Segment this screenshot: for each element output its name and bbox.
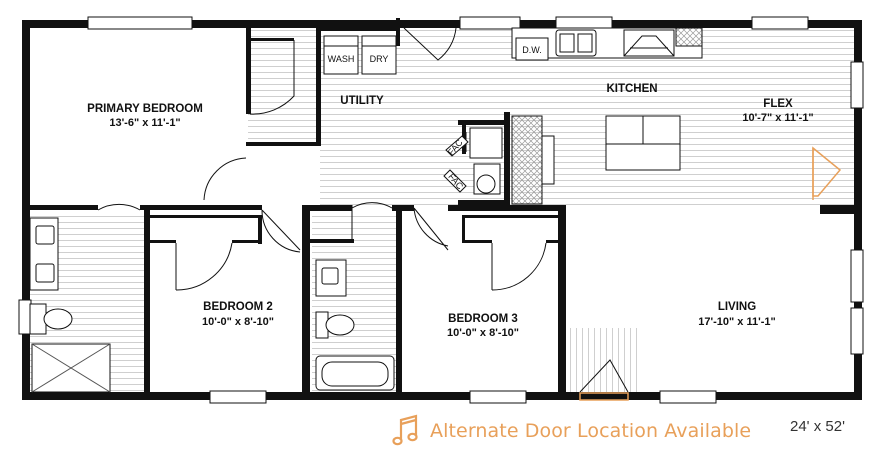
mechanical-closet: FAC FAC: [443, 127, 503, 195]
front-door: [579, 359, 629, 393]
room-labels: PRIMARY BEDROOM 13'-6" x 11'-1" UTILITY …: [87, 83, 813, 339]
windows: [18, 16, 864, 404]
room-primary-bedroom-dims: 13'-6" x 11'-1": [109, 117, 180, 129]
room-bedroom3-dims: 10'-0" x 8'-10": [447, 327, 519, 339]
alternate-door-text: Alternate Door Location Available: [430, 420, 752, 442]
dishwasher-label: D.W.: [522, 45, 542, 55]
dryer-label: DRY: [370, 54, 389, 64]
room-bedroom2-dims: 10'-0" x 8'-10": [202, 316, 274, 328]
washer-label: WASH: [328, 54, 355, 64]
floor-plan: WASH DRY D.W. FAC FAC: [18, 16, 864, 404]
alternate-door-markers: [579, 146, 842, 401]
room-flex-name: FLEX: [763, 98, 793, 110]
door-swings: [97, 27, 547, 291]
room-bedroom2-name: BEDROOM 2: [203, 301, 273, 313]
room-bedroom3-name: BEDROOM 3: [448, 313, 518, 325]
laundry: WASH DRY: [323, 35, 397, 75]
room-living-name: LIVING: [718, 301, 756, 313]
room-kitchen-name: KITCHEN: [606, 83, 657, 95]
bathroom-fixtures: [29, 217, 395, 393]
flooring: [30, 30, 860, 392]
kitchen-counter: D.W.: [511, 27, 703, 205]
interior-walls: [30, 18, 854, 392]
music-note-icon: [392, 414, 418, 446]
room-utility-name: UTILITY: [340, 95, 384, 107]
room-flex-dims: 10'-7" x 11'-1": [742, 112, 813, 124]
alternate-door-note: Alternate Door Location Available: [392, 414, 751, 448]
home-size-label: 24' x 52': [790, 418, 845, 435]
room-living-dims: 17'-10" x 11'-1": [698, 316, 775, 328]
exterior-walls: [22, 20, 862, 400]
room-primary-bedroom-name: PRIMARY BEDROOM: [87, 103, 203, 115]
